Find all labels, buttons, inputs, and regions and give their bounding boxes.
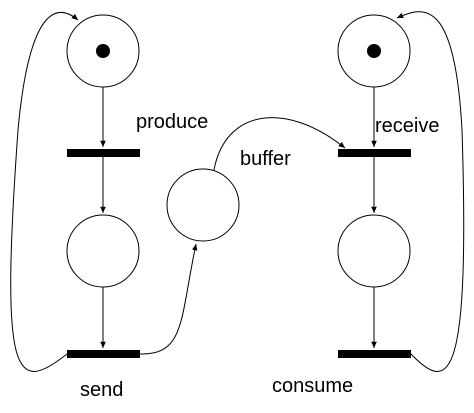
transition-consume [338,350,411,358]
label-consume: consume [272,375,353,397]
transition-receive [338,149,411,157]
label-send: send [80,379,123,401]
arc-buffer-to-receive [213,117,346,171]
label-buffer: buffer [240,148,291,170]
token-consumer-ready [367,44,381,58]
place-producer-sent [66,214,140,288]
token-producer-ready [96,44,110,58]
arc-consume-to-ready [396,11,465,372]
label-receive: receive [375,115,439,137]
transition-send [67,350,140,358]
place-buffer [166,168,240,242]
arc-send-to-buffer [139,243,198,355]
transition-produce [67,149,140,157]
arc-send-to-ready [10,12,79,372]
label-produce: produce [136,111,208,133]
place-consumer-received [337,214,411,288]
